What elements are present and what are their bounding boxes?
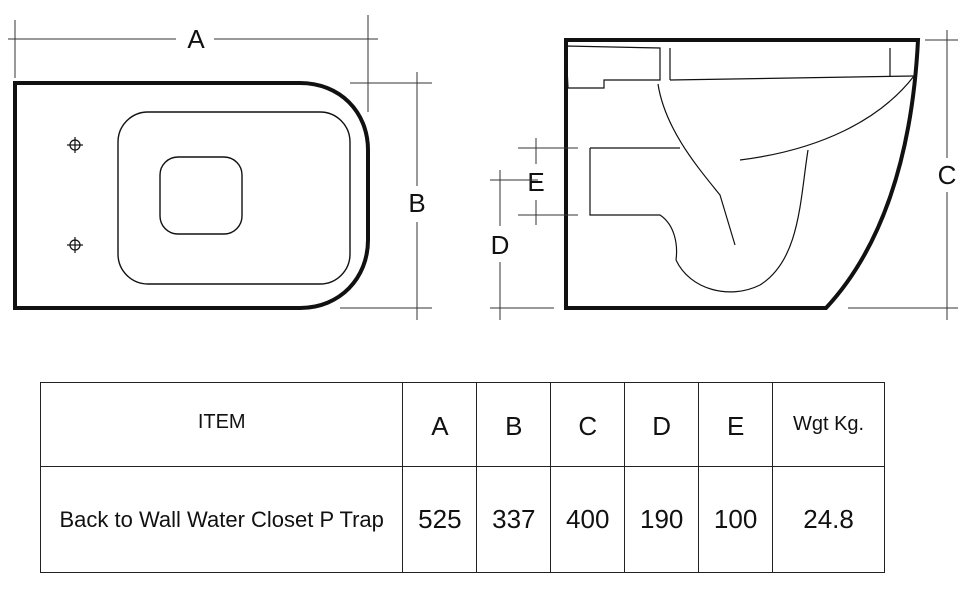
cell-d: 190 (624, 466, 700, 573)
dimension-label-a: A (187, 24, 205, 54)
header-b: B (476, 382, 552, 467)
fixing-hole-bottom (67, 237, 83, 253)
plan-view (13, 81, 370, 310)
dimension-label-e: E (527, 167, 544, 197)
header-c: C (550, 382, 626, 467)
dimension-label-b: B (408, 188, 425, 218)
cell-item: Back to Wall Water Closet P Trap (39, 466, 404, 573)
bowl-inner-back (657, 83, 736, 246)
cell-e: 100 (698, 466, 774, 573)
side-outline (564, 38, 921, 310)
cell-b: 337 (476, 466, 552, 573)
plan-outline (13, 81, 370, 310)
bowl-rim (117, 111, 351, 285)
side-view (564, 38, 921, 310)
bowl-front-curve (739, 75, 915, 161)
dimension-b (340, 72, 432, 320)
cistern-seat-line (565, 45, 661, 89)
dimension-label-c: C (938, 160, 957, 190)
bowl-opening (159, 156, 243, 235)
table-header-row: ITEM A B C D E Wgt Kg. (39, 382, 885, 467)
cell-c: 400 (550, 466, 626, 573)
dimension-e (518, 138, 578, 225)
header-a: A (402, 382, 478, 467)
technical-drawing: A B C E D (8, 15, 958, 320)
dimension-a (8, 15, 378, 112)
header-item: ITEM (39, 382, 404, 467)
bowl-inner-front (675, 149, 809, 293)
header-weight: Wgt Kg. (772, 382, 885, 467)
fixing-hole-top (67, 137, 83, 153)
outlet-trap (589, 147, 680, 261)
dimension-d (490, 170, 554, 320)
table-row: Back to Wall Water Closet P Trap 525 337… (39, 466, 885, 573)
header-e: E (698, 382, 774, 467)
dimension-label-d: D (491, 230, 510, 260)
header-d: D (624, 382, 700, 467)
dimension-c (848, 30, 958, 320)
cell-weight: 24.8 (772, 466, 885, 573)
cell-a: 525 (402, 466, 478, 573)
specification-table: ITEM A B C D E Wgt Kg. Back to Wall Wate… (39, 382, 885, 573)
